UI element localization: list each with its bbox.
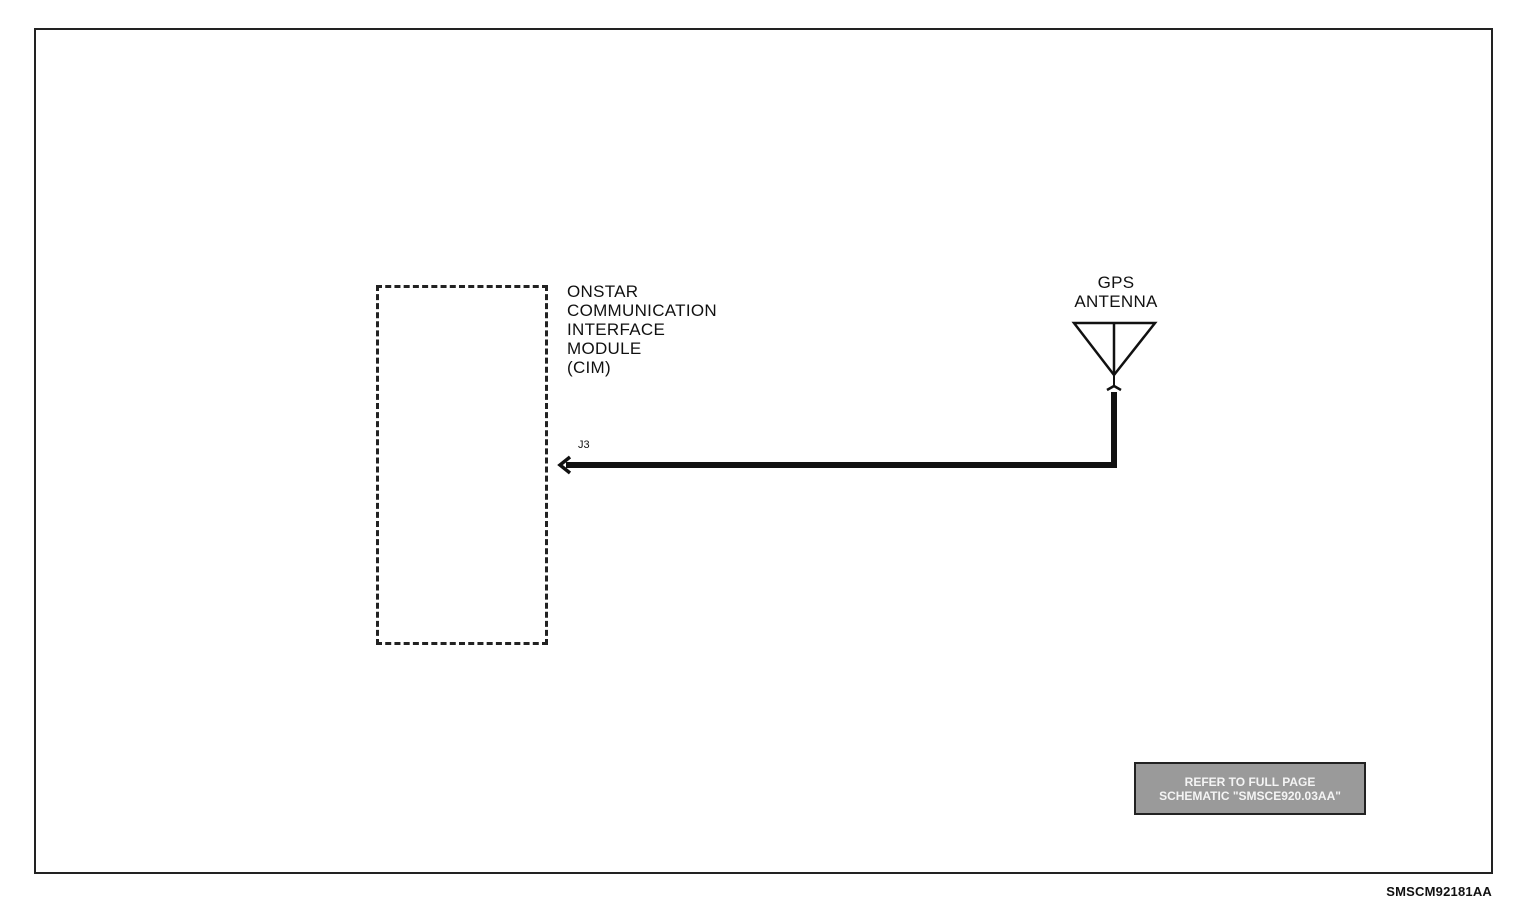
figure-code: SMSCM92181AA xyxy=(1386,884,1492,899)
diagram-frame xyxy=(34,28,1493,874)
cim-label-line: INTERFACE xyxy=(567,320,666,339)
note-line: REFER TO FULL PAGE xyxy=(1184,774,1316,789)
cim-module-box xyxy=(376,285,548,645)
connector-j3-arrow-icon xyxy=(557,455,572,475)
cim-label-line: COMMUNICATION xyxy=(567,301,717,320)
cim-label-line: MODULE xyxy=(567,339,642,358)
refer-to-schematic-note: REFER TO FULL PAGE SCHEMATIC "SMSCE920.0… xyxy=(1134,762,1366,815)
cim-label-line: (CIM) xyxy=(567,358,611,377)
antenna-label-line: GPS xyxy=(1097,273,1135,292)
gps-antenna-label: GPS ANTENNA xyxy=(1060,273,1172,311)
cim-label-line: ONSTAR xyxy=(567,282,639,301)
gps-coax-cable xyxy=(566,392,1117,468)
connector-j3-label: J3 xyxy=(578,439,590,451)
gps-antenna-icon xyxy=(1071,321,1158,392)
cim-module-label: ONSTAR COMMUNICATION INTERFACE MODULE (C… xyxy=(567,282,717,377)
antenna-label-line: ANTENNA xyxy=(1074,292,1158,311)
note-line: SCHEMATIC "SMSCE920.03AA" xyxy=(1159,788,1341,803)
